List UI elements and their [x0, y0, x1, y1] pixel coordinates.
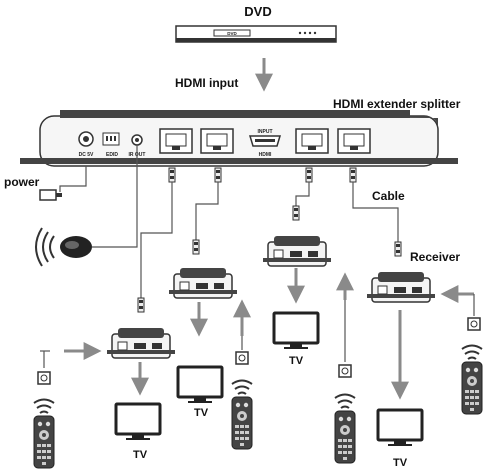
tv-2-label: TV: [194, 407, 209, 419]
remote-3: [334, 410, 356, 464]
power-label: power: [4, 175, 40, 189]
ir-receiver-4: [467, 317, 481, 331]
receiver-1: [106, 327, 176, 359]
ir-receiver-3: [338, 364, 352, 378]
receiver-3: [262, 235, 332, 267]
hdmi-port-top-label: INPUT: [258, 129, 273, 135]
receiver-label: Receiver: [410, 250, 460, 264]
cable-3: [292, 167, 313, 221]
rj45-port-3: [295, 128, 329, 154]
ir-receiver-2: [235, 351, 249, 365]
tv-4-label: TV: [393, 457, 408, 469]
receiver-2: [168, 267, 238, 299]
extender-splitter-device: DC 5V EDID IR OUT INPUT HDMI: [20, 110, 458, 167]
ir-signal-4: [461, 344, 483, 360]
splitter-label: HDMI extender splitter: [333, 97, 461, 111]
dvd-label: DVD: [244, 4, 271, 19]
ir-receiver-1: [37, 371, 51, 385]
remote-2: [231, 396, 253, 450]
cable-2: [192, 167, 222, 255]
edid-label: EDID: [106, 152, 118, 158]
cable-1: [137, 167, 176, 313]
tv-1: [114, 402, 162, 442]
tv-2: [176, 365, 224, 405]
dvd-player: DVD DVD: [175, 4, 337, 43]
tv-4: [376, 408, 424, 448]
dvd-screen-label: DVD: [227, 31, 237, 36]
tv-3-label: TV: [289, 355, 304, 367]
ir-emitter: [35, 145, 138, 267]
dc-port-label: DC 5V: [79, 152, 94, 158]
power-adapter: [39, 166, 87, 201]
cable-4: [349, 167, 402, 257]
receiver-4: [366, 271, 436, 303]
remote-4: [461, 361, 483, 415]
remote-1: [33, 415, 55, 469]
hdmi-port-bottom-label: HDMI: [259, 152, 272, 158]
ir-signal-1: [33, 398, 55, 414]
cable-label: Cable: [372, 189, 405, 203]
hdmi-input-label: HDMI input: [175, 76, 238, 90]
ir-signal-3: [334, 393, 356, 409]
tv-1-label: TV: [133, 449, 148, 461]
rj45-port-4: [337, 128, 371, 154]
rj45-port-1: [159, 128, 193, 154]
ir-signal-2: [231, 379, 253, 395]
hdmi-input-port: INPUT HDMI: [248, 129, 282, 158]
rj45-port-2: [200, 128, 234, 154]
tv-3: [272, 311, 320, 351]
